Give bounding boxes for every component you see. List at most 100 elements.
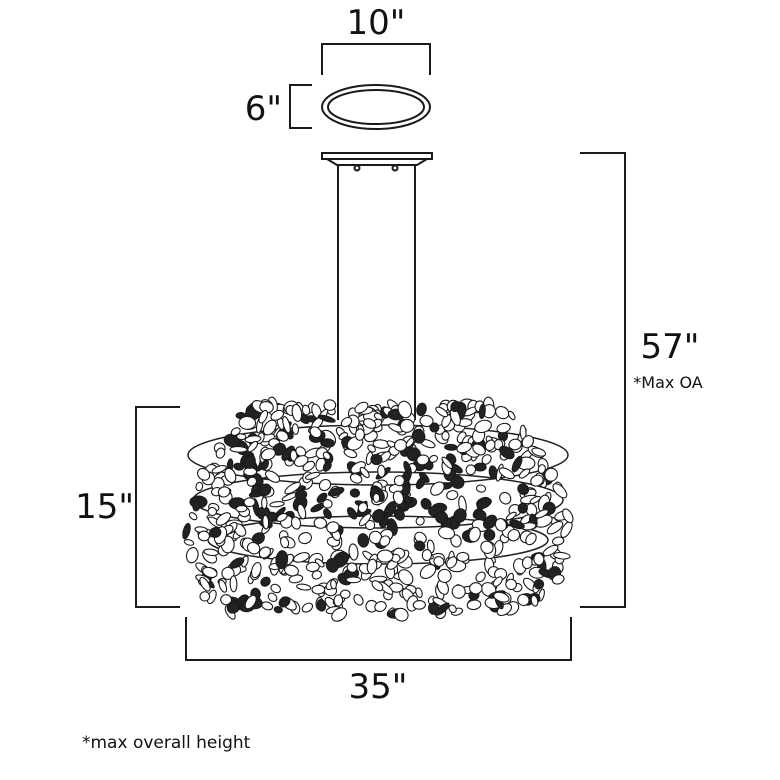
crystal [496,422,511,434]
crystal [323,399,337,411]
fixture-height-label: 15" [75,487,134,527]
crystal [317,414,336,423]
crystal [357,502,368,514]
crystal [553,551,571,560]
crystal [282,416,291,434]
crystal [484,439,496,452]
canopy-width-label: 10" [347,3,406,43]
crystal [492,576,503,587]
crystal [444,443,458,451]
crystal [257,483,272,497]
crystal [370,453,383,466]
crystal [294,489,308,500]
crystal [298,532,312,545]
crystal [323,508,332,520]
crystal [293,552,310,563]
crystal [301,404,311,416]
crystal [474,419,492,434]
crystal [465,464,477,476]
crystal [230,427,241,436]
crystal [327,486,345,497]
overall-height-label: 57" [641,327,700,367]
crystal [233,462,245,471]
crystal [366,558,378,575]
crystal [326,521,340,534]
crystal [207,506,218,517]
crystal [235,505,248,513]
crystal [273,606,283,614]
crystal [521,435,534,449]
crystal [537,464,546,474]
crystal [493,591,510,603]
crystal [481,454,492,465]
crystal [441,456,453,469]
crystal [262,419,277,436]
crystal [269,501,285,508]
crystal [284,481,301,495]
crystal [258,409,269,424]
crystal [313,517,328,529]
crystal [296,583,312,591]
crystal [483,514,498,530]
crystal [412,600,426,610]
chandelier-crystal-cluster [182,396,574,622]
crystal [192,499,201,512]
crystal [325,558,339,573]
crystal [505,511,517,521]
crystal [358,513,372,527]
crystal [363,418,377,429]
crystal [261,458,269,471]
crystal [295,446,307,457]
crystal [267,592,278,603]
crystal [517,593,530,607]
crystal [182,522,191,540]
crystal [414,540,426,552]
crystal [446,556,458,569]
crystal [376,549,394,563]
crystal [316,492,328,504]
crystal [429,422,440,433]
crystal [499,491,512,505]
crystal [226,600,240,614]
crystal [348,543,359,561]
crystal [322,499,333,509]
crystal [322,451,331,460]
crystal [367,444,376,453]
crystal [215,447,226,459]
crystal [551,574,565,585]
crystal [517,483,530,496]
crystal [456,551,470,562]
crystal [546,520,564,535]
crystal [318,478,332,492]
crystal [331,607,348,622]
crystal [392,490,405,505]
crystal [316,599,327,612]
crystal [209,527,222,538]
crystal [494,518,507,532]
crystal [229,446,248,453]
crystal [511,455,523,473]
crystal [260,448,276,461]
crystal [416,454,430,466]
crystal [377,464,386,478]
crystal [495,405,510,420]
crystal [261,601,274,611]
crystal [533,578,545,590]
crystal [251,561,262,579]
crystal [435,406,449,418]
crystal [280,536,290,549]
crystal [353,594,364,606]
crystal [291,403,303,422]
crystal [509,519,525,530]
crystal [199,576,211,592]
crystal [393,475,405,487]
crystal [322,461,332,472]
crystal [183,539,195,546]
crystal [453,508,467,523]
crystal [428,454,439,463]
crystal [529,495,541,504]
crystal [397,400,413,419]
crystal [297,503,307,520]
footnote: *max overall height [82,733,251,753]
crystal [507,410,516,421]
